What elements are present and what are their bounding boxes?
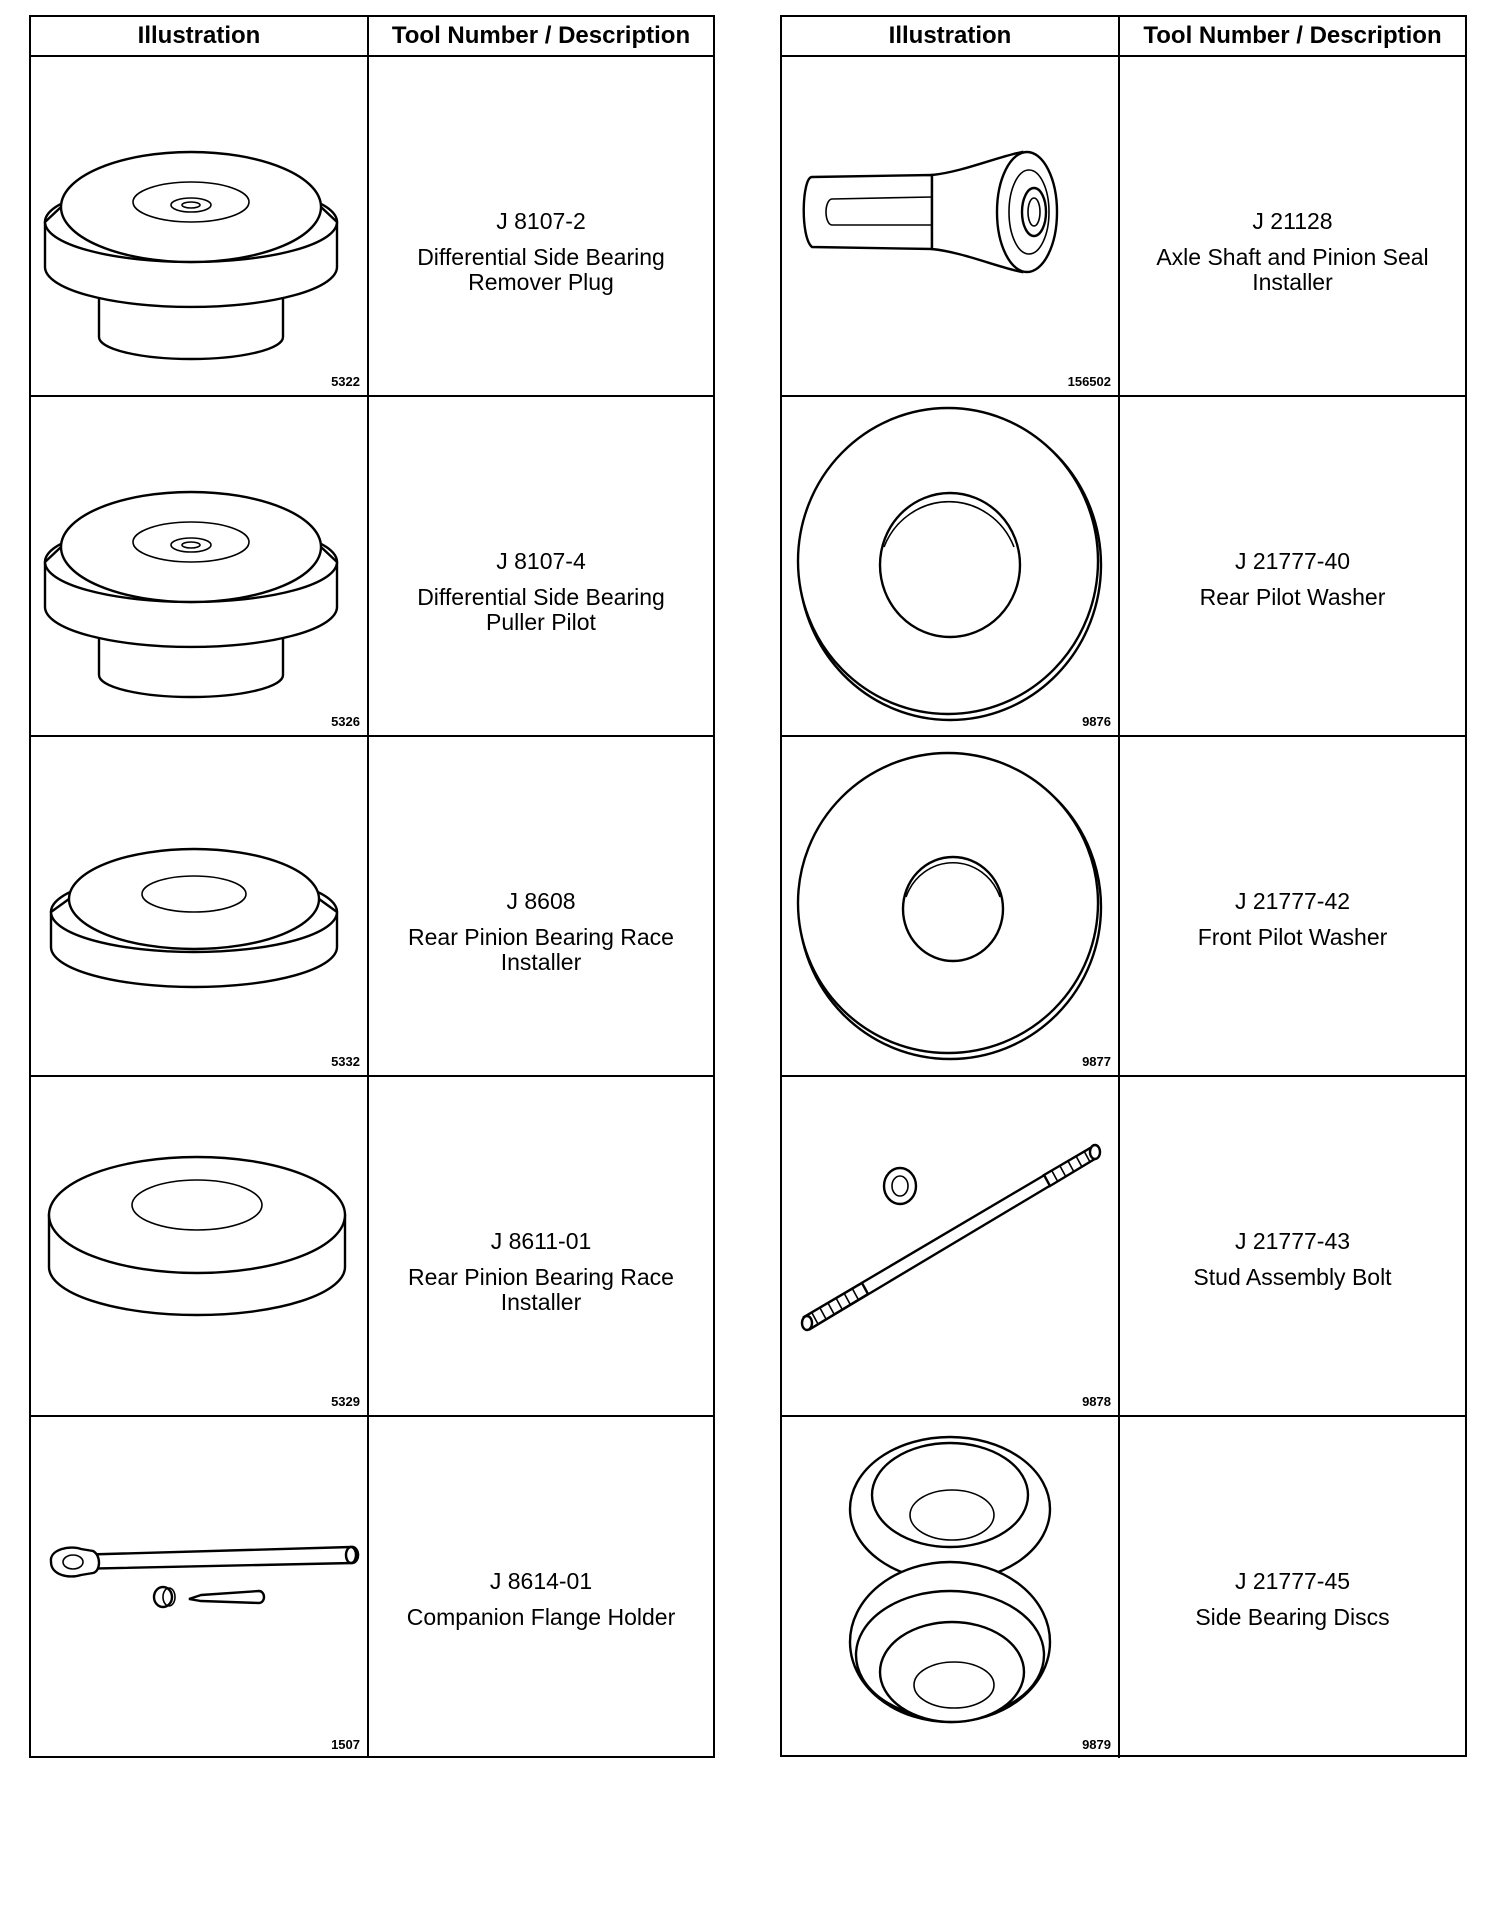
figure-number: 9878 bbox=[1082, 1394, 1111, 1409]
header-tool-description: Tool Number / Description bbox=[391, 22, 691, 49]
illustration-cell: 5326 bbox=[31, 397, 369, 735]
figure-number: 9876 bbox=[1082, 714, 1111, 729]
illustration-cell: 9878 bbox=[782, 1077, 1120, 1415]
tool-table-left: Illustration Tool Number / Description 5… bbox=[29, 15, 715, 1758]
tool-number: J 8608 bbox=[506, 888, 576, 914]
table-row: 5326 J 8107-4 Differential Side Bearing … bbox=[31, 397, 713, 737]
table-row: 156502 J 21128 Axle Shaft and Pinion Sea… bbox=[782, 57, 1465, 397]
tool-number: J 21777-42 bbox=[1234, 888, 1351, 914]
tool-description-cell: J 21777-40 Rear Pilot Washer bbox=[1120, 397, 1465, 735]
figure-number: 5322 bbox=[331, 374, 360, 389]
header-illustration: Illustration bbox=[31, 17, 369, 55]
tool-number: J 21777-43 bbox=[1234, 1228, 1351, 1254]
tool-description: Differential Side Bearing Remover Plug bbox=[417, 244, 665, 295]
table-row: 9879 J 21777-45 Side Bearing Discs bbox=[782, 1417, 1465, 1758]
table-row: 9877 J 21777-42 Front Pilot Washer bbox=[782, 737, 1465, 1077]
tool-description: Rear Pilot Washer bbox=[1199, 584, 1386, 610]
table-row: 1507 J 8614-01 Companion Flange Holder bbox=[31, 1417, 713, 1758]
illustration-cell: 156502 bbox=[782, 57, 1120, 395]
tool-description: Front Pilot Washer bbox=[1197, 924, 1388, 950]
figure-number: 9879 bbox=[1082, 1737, 1111, 1752]
puller-pilot-illustration bbox=[43, 490, 339, 699]
figure-number: 5332 bbox=[331, 1054, 360, 1069]
tool-number: J 8107-4 bbox=[496, 548, 586, 574]
illustration-cell: 5322 bbox=[31, 57, 369, 395]
illustration-cell: 5329 bbox=[31, 1077, 369, 1415]
side-bearing-discs-illustration bbox=[848, 1435, 1052, 1724]
rear-pilot-washer-illustration bbox=[796, 406, 1103, 722]
tool-table-right: Illustration Tool Number / Description 1… bbox=[780, 15, 1467, 1758]
tool-description: Differential Side Bearing Puller Pilot bbox=[417, 584, 665, 635]
table-header: Illustration Tool Number / Description bbox=[782, 17, 1465, 57]
seal-installer-illustration bbox=[802, 150, 1059, 274]
table-row: 9876 J 21777-40 Rear Pilot Washer bbox=[782, 397, 1465, 737]
tool-description-cell: J 21777-43 Stud Assembly Bolt bbox=[1120, 1077, 1465, 1415]
illustration-cell: 9877 bbox=[782, 737, 1120, 1075]
tool-description-cell: J 8614-01 Companion Flange Holder bbox=[369, 1417, 713, 1758]
tool-description-cell: J 8608 Rear Pinion Bearing Race Installe… bbox=[369, 737, 713, 1075]
tool-number: J 21777-45 bbox=[1234, 1568, 1351, 1594]
tool-description-cell: J 8611-01 Rear Pinion Bearing Race Insta… bbox=[369, 1077, 713, 1415]
illustration-cell: 9879 bbox=[782, 1417, 1120, 1758]
tool-number: J 21777-40 bbox=[1234, 548, 1351, 574]
table-row: 9878 J 21777-43 Stud Assembly Bolt bbox=[782, 1077, 1465, 1417]
front-pilot-washer-illustration bbox=[796, 751, 1103, 1061]
tool-number: J 8107-2 bbox=[496, 208, 586, 234]
figure-number: 156502 bbox=[1067, 374, 1111, 389]
tool-description: Side Bearing Discs bbox=[1195, 1604, 1390, 1630]
tool-description: Companion Flange Holder bbox=[406, 1604, 676, 1630]
figure-number: 9877 bbox=[1082, 1054, 1111, 1069]
tool-number: J 8614-01 bbox=[489, 1568, 593, 1594]
figure-number: 1507 bbox=[331, 1737, 360, 1752]
table-row: 5332 J 8608 Rear Pinion Bearing Race Ins… bbox=[31, 737, 713, 1077]
remover-plug-illustration bbox=[43, 150, 339, 361]
tool-description-cell: J 21777-45 Side Bearing Discs bbox=[1120, 1417, 1465, 1758]
tool-description-cell: J 21128 Axle Shaft and Pinion Seal Insta… bbox=[1120, 57, 1465, 395]
tool-description: Rear Pinion Bearing Race Installer bbox=[408, 1264, 674, 1315]
illustration-cell: 9876 bbox=[782, 397, 1120, 735]
tool-number: J 21128 bbox=[1252, 208, 1333, 234]
race-installer-illustration bbox=[49, 847, 339, 989]
illustration-cell: 5332 bbox=[31, 737, 369, 1075]
tool-description: Axle Shaft and Pinion Seal Installer bbox=[1156, 244, 1429, 295]
tool-description-cell: J 8107-2 Differential Side Bearing Remov… bbox=[369, 57, 713, 395]
tool-description: Rear Pinion Bearing Race Installer bbox=[408, 924, 674, 975]
tool-description-cell: J 21777-42 Front Pilot Washer bbox=[1120, 737, 1465, 1075]
illustration-cell: 1507 bbox=[31, 1417, 369, 1758]
table-header: Illustration Tool Number / Description bbox=[31, 17, 713, 57]
figure-number: 5329 bbox=[331, 1394, 360, 1409]
flange-holder-illustration bbox=[49, 1545, 360, 1609]
table-row: 5322 J 8107-2 Differential Side Bearing … bbox=[31, 57, 713, 397]
tool-description-cell: J 8107-4 Differential Side Bearing Pulle… bbox=[369, 397, 713, 735]
tool-description: Stud Assembly Bolt bbox=[1193, 1264, 1392, 1290]
race-installer-disc-illustration bbox=[47, 1155, 347, 1317]
header-tool-description: Tool Number / Description bbox=[1143, 22, 1442, 49]
stud-bolt-illustration bbox=[800, 1143, 1102, 1332]
tool-number: J 8611-01 bbox=[490, 1228, 592, 1254]
table-row: 5329 J 8611-01 Rear Pinion Bearing Race … bbox=[31, 1077, 713, 1417]
header-illustration: Illustration bbox=[782, 17, 1120, 55]
figure-number: 5326 bbox=[331, 714, 360, 729]
